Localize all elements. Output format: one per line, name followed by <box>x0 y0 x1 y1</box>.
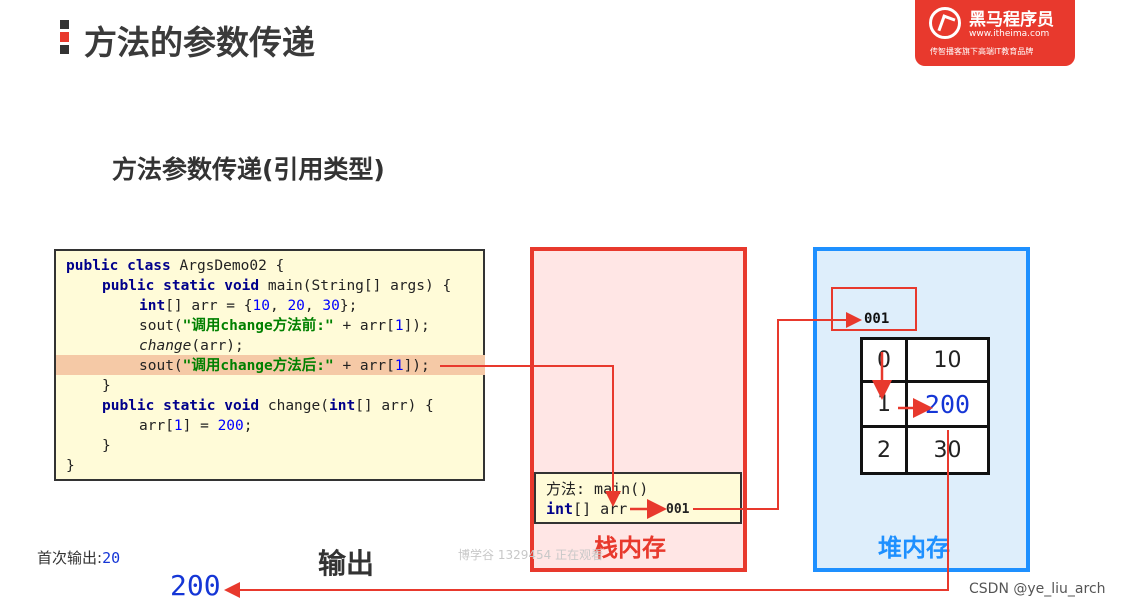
logo-name: 黑马程序员 <box>969 10 1054 30</box>
array-value: 10 <box>905 337 990 383</box>
array-value: 200 <box>905 380 990 428</box>
title-decoration <box>60 20 69 54</box>
code-line: sout("调用change方法后:" + arr[1]); <box>139 358 430 374</box>
code-line: public static void change(int[] arr) { <box>102 398 434 414</box>
array-value: 30 <box>905 425 990 475</box>
page-title: 方法的参数传递 <box>84 23 315 62</box>
code-line: } <box>102 438 111 454</box>
array-index: 1 <box>860 380 908 428</box>
array-index: 2 <box>860 425 908 475</box>
stack-memory-label: 栈内存 <box>594 534 666 562</box>
array-index: 0 <box>860 337 908 383</box>
csdn-watermark: CSDN @ye_liu_arch <box>969 581 1106 597</box>
frame-variable: int[] arr <box>546 500 628 518</box>
code-line: public class ArgsDemo02 { <box>66 258 285 274</box>
code-line: } <box>102 378 111 394</box>
highlighted-line <box>56 355 485 375</box>
heap-memory-label: 堆内存 <box>878 534 950 562</box>
code-line: } <box>66 458 75 474</box>
horse-logo-icon <box>929 7 961 39</box>
first-output-value: 20 <box>102 549 121 567</box>
frame-method: 方法: main() <box>546 480 649 498</box>
logo-slogan: 传智播客旗下高端IT教育品牌 <box>930 47 1034 56</box>
logo-url: www.itheima.com <box>969 29 1050 39</box>
code-line: arr[1] = 200; <box>139 418 253 434</box>
output-label: 输出 <box>318 547 375 580</box>
heap-array: 0 10 1 200 2 30 <box>860 337 990 475</box>
code-line: int[] arr = {10, 20, 30}; <box>139 298 358 314</box>
code-line: public static void main(String[] args) { <box>102 278 452 294</box>
stack-frame-main: 方法: main() int[] arr 001 <box>534 472 742 524</box>
itheima-logo: 黑马程序员 www.itheima.com 传智播客旗下高端IT教育品牌 <box>915 0 1075 66</box>
output-value: 200 <box>170 569 221 602</box>
slide-subtitle: 方法参数传递(引用类型) <box>112 155 385 184</box>
heap-address-box <box>831 287 917 331</box>
code-line: change(arr); <box>139 338 244 354</box>
code-block: public class ArgsDemo02 { public static … <box>54 249 485 481</box>
heap-address: 001 <box>864 311 890 327</box>
code-line: sout("调用change方法前:" + arr[1]); <box>139 318 430 334</box>
frame-address: 001 <box>666 502 690 517</box>
watermark: 博学谷 1329454 正在观看 <box>458 548 604 562</box>
first-output: 首次输出:20 <box>37 549 121 567</box>
